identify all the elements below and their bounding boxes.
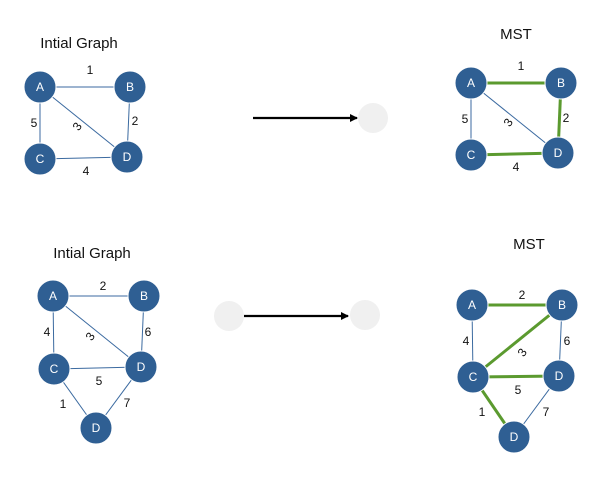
ghost-circle [214,301,244,331]
ghost-circle [350,300,380,330]
edge-weight-label: 4 [463,334,470,348]
bottom-initial-graph: 2 3 4 5 6 1 7 A B C D D [36,279,161,445]
edge-weight-label: 5 [515,383,522,397]
edge-weight-label: 5 [31,116,38,130]
edge-weight-label: 4 [44,325,51,339]
node-label: A [49,289,57,303]
edge-a-d1 [52,295,142,368]
top-transition [253,103,388,133]
node-label: A [36,80,44,94]
edge-weight-label: 1 [479,405,486,419]
node-d [110,140,144,174]
node-a [23,70,57,104]
edge-a-d [470,82,559,154]
diagram-title: MST [500,26,532,43]
node-c [37,352,71,386]
edge-weight-label: 5 [462,112,469,126]
edge-weight-label: 2 [519,288,526,302]
node-d1 [542,359,576,393]
node-c [456,360,490,394]
node-label: D [555,369,564,383]
edge-weight-label: 6 [564,334,571,348]
edge-weight-label: 4 [83,164,90,178]
node-d2 [79,411,113,445]
edge-weight-label: 1 [60,397,67,411]
edge-weight-label: 2 [100,279,107,293]
node-a [455,288,489,322]
bottom-transition [214,300,380,331]
node-d2 [497,420,531,454]
node-b [544,66,578,100]
node-label: B [126,80,134,94]
edge-weight-label: 3 [83,330,98,344]
edge-a-d [39,86,128,158]
node-label: D [554,146,563,160]
node-c [454,138,488,172]
node-label: D [123,150,132,164]
edge-weight-label: 7 [124,396,131,410]
mst-edge-c-b [472,303,563,379]
ghost-circle [358,103,388,133]
edge-weight-label: 3 [515,346,530,360]
node-label: A [468,298,476,312]
edge-weight-label: 6 [145,325,152,339]
node-label: D [92,421,101,435]
node-d [541,136,575,170]
node-b [127,279,161,313]
node-label: B [140,289,148,303]
diagram-title: Intial Graph [40,35,118,52]
diagram-title: MST [513,236,545,253]
edge-weight-label: 7 [543,405,550,419]
node-label: C [36,152,45,166]
node-label: A [467,76,475,90]
node-label: C [50,362,59,376]
node-b [545,288,579,322]
node-a [454,66,488,100]
edge-weight-label: 2 [563,111,570,125]
node-label: B [558,298,566,312]
bottom-mst-graph: 2 3 4 5 6 1 7 A B C D D [455,288,579,454]
edge-weight-label: 1 [87,63,94,77]
node-c [23,142,57,176]
node-d1 [124,350,158,384]
node-label: B [557,76,565,90]
edge-weight-label: 5 [96,374,103,388]
edge-weight-label: 1 [518,59,525,73]
edge-weight-label: 2 [132,114,139,128]
node-a [36,279,70,313]
node-label: C [467,148,476,162]
node-label: C [469,370,478,384]
edge-weight-label: 4 [513,160,520,174]
diagram-title: Intial Graph [53,245,131,262]
node-label: D [510,430,519,444]
node-label: D [137,360,146,374]
node-b [113,70,147,104]
